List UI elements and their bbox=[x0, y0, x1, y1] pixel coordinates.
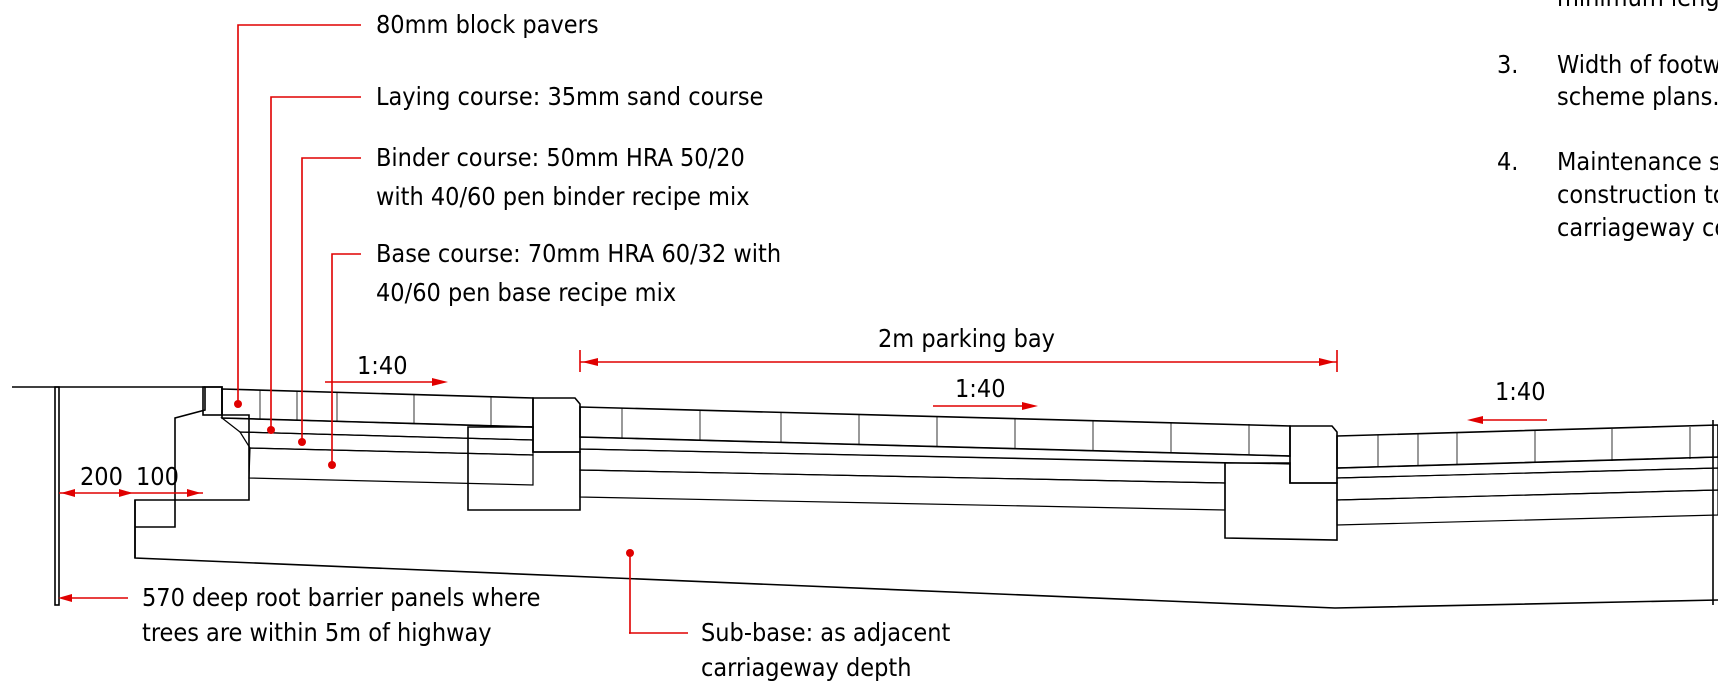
sub-base-layer bbox=[134, 499, 1718, 609]
annotation-text: 80mm block pavers Laying course: 35mm sa… bbox=[80, 10, 1546, 682]
label-offset-200: 200 bbox=[80, 462, 123, 491]
label-sub-base-line-1: Sub-base: as adjacent bbox=[701, 618, 950, 647]
parking-bay-construction bbox=[579, 406, 1291, 511]
label-root-barrier-line-1: 570 deep root barrier panels where bbox=[142, 583, 541, 612]
note-4-line-1: Maintenance str bbox=[1557, 147, 1718, 176]
footway-construction bbox=[220, 388, 534, 486]
label-laying-course: Laying course: 35mm sand course bbox=[376, 82, 763, 111]
label-fall-footway: 1:40 bbox=[357, 351, 408, 380]
dimension-lines bbox=[59, 350, 1547, 497]
label-sub-base-line-2: carriageway depth bbox=[701, 653, 911, 682]
label-fall-carriageway: 1:40 bbox=[1495, 377, 1546, 406]
label-binder-line-2: with 40/60 pen binder recipe mix bbox=[376, 182, 750, 211]
note-fragment-line: minimum length bbox=[1557, 0, 1718, 12]
note-3-number: 3. bbox=[1497, 50, 1518, 79]
note-3-line-1: Width of footway bbox=[1557, 50, 1718, 79]
kerb-bay-carriageway bbox=[1224, 425, 1338, 541]
label-binder-line-1: Binder course: 50mm HRA 50/20 bbox=[376, 143, 745, 172]
note-3-line-2: scheme plans. bbox=[1557, 82, 1718, 111]
label-offset-100: 100 bbox=[136, 462, 179, 491]
root-barrier-panel bbox=[54, 386, 60, 606]
label-fall-bay: 1:40 bbox=[955, 374, 1006, 403]
notes-block: minimum length 3. Width of footway schem… bbox=[1497, 0, 1718, 242]
note-4-line-2: construction to bbox=[1557, 180, 1718, 209]
label-base-line-1: Base course: 70mm HRA 60/32 with bbox=[376, 239, 781, 268]
label-root-barrier-line-2: trees are within 5m of highway bbox=[142, 618, 492, 647]
annotation-leaders bbox=[58, 24, 688, 634]
label-parking-bay-dimension: 2m parking bay bbox=[878, 324, 1055, 353]
note-4-number: 4. bbox=[1497, 147, 1518, 176]
label-pavers: 80mm block pavers bbox=[376, 10, 599, 39]
label-base-line-2: 40/60 pen base recipe mix bbox=[376, 278, 676, 307]
note-4-line-3: carriageway con bbox=[1557, 213, 1718, 242]
carriageway-construction bbox=[1336, 420, 1718, 605]
